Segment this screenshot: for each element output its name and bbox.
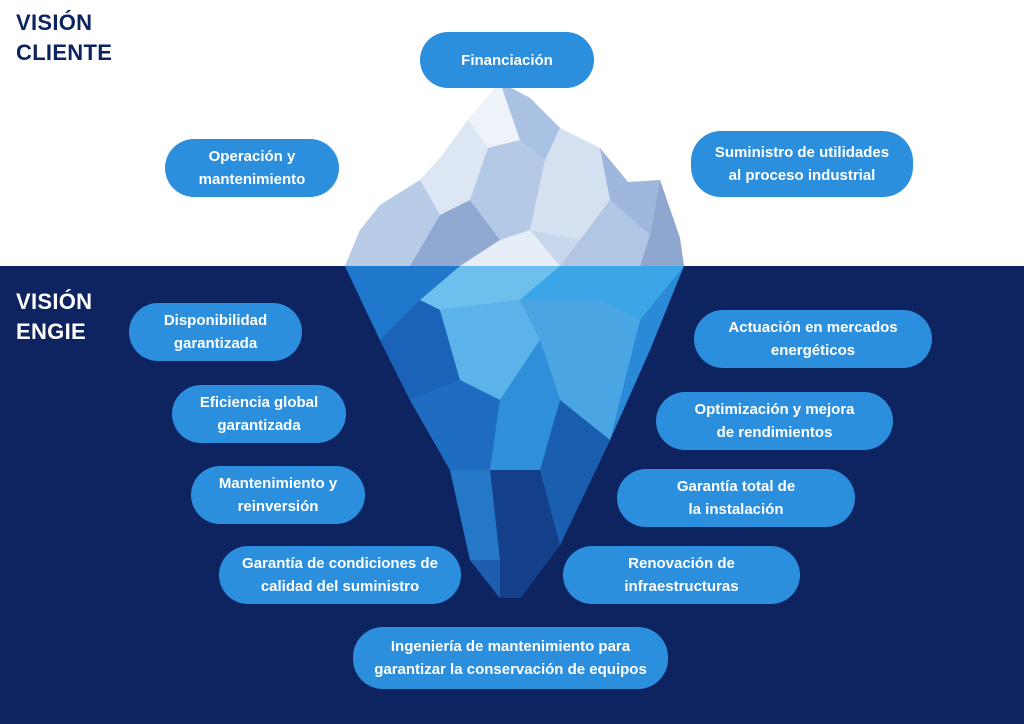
pill-renovacion-infraestructuras: Renovación de infraestructuras (563, 546, 800, 604)
pill-actuacion-mercados: Actuación en mercados energéticos (694, 310, 932, 368)
pill-financiacion: Financiación (420, 32, 594, 88)
iceberg-submerged (345, 266, 684, 598)
pill-garantia-condiciones: Garantía de condiciones de calidad del s… (219, 546, 461, 604)
pill-suministro-utilidades: Suministro de utilidades al proceso indu… (691, 131, 913, 197)
pill-eficiencia-global: Eficiencia global garantizada (172, 385, 346, 443)
pill-ingenieria-mantenimiento: Ingeniería de mantenimiento para garanti… (353, 627, 668, 689)
pill-garantia-total: Garantía total de la instalación (617, 469, 855, 527)
pill-mantenimiento-reinversion: Mantenimiento y reinversión (191, 466, 365, 524)
heading-vision-engie: VISIÓN ENGIE (16, 289, 93, 344)
heading-vision-cliente: VISIÓN CLIENTE (16, 10, 113, 65)
pill-operacion-mantenimiento: Operación y mantenimiento (165, 139, 339, 197)
pill-disponibilidad-garantizada: Disponibilidad garantizada (129, 303, 302, 361)
iceberg-tip (345, 82, 684, 266)
pill-optimizacion-mejora: Optimización y mejora de rendimientos (656, 392, 893, 450)
